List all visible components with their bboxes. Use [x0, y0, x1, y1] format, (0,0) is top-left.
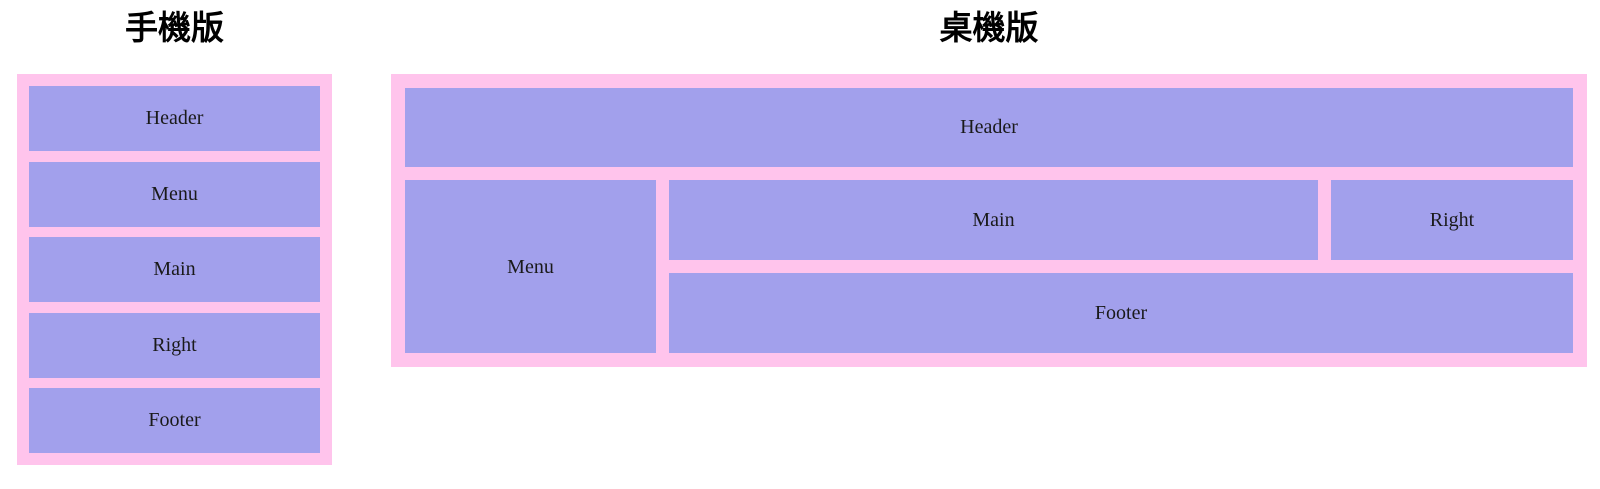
mobile-right-block: Right — [29, 312, 320, 378]
desktop-header-label: Header — [960, 116, 1018, 138]
mobile-main-block: Main — [29, 237, 320, 302]
desktop-layout-title: 桌機版 — [939, 9, 1039, 46]
mobile-footer-label: Footer — [148, 409, 201, 431]
desktop-footer-label: Footer — [1094, 301, 1148, 324]
desktop-main-block: Main — [669, 180, 1318, 260]
mobile-menu-label: Menu — [151, 182, 198, 205]
desktop-header-block: Header — [405, 88, 1573, 167]
mobile-right-label: Right — [152, 333, 197, 356]
mobile-header-label: Header — [145, 107, 204, 129]
mobile-footer-block: Footer — [29, 388, 320, 453]
mobile-layout-title: 手機版 — [125, 9, 224, 46]
desktop-layout-panel: Header Menu Main Right Footer — [391, 74, 1587, 367]
mobile-main-label: Main — [153, 258, 196, 280]
mobile-layout-panel: Header Menu Main Right Footer — [17, 74, 332, 465]
desktop-menu-label: Menu — [507, 255, 554, 278]
desktop-right-label: Right — [1429, 208, 1475, 231]
desktop-right-block: Right — [1331, 180, 1573, 260]
desktop-menu-block: Menu — [405, 180, 656, 353]
mobile-menu-block: Menu — [29, 161, 320, 227]
desktop-footer-block: Footer — [669, 273, 1573, 353]
desktop-main-label: Main — [972, 208, 1015, 231]
mobile-header-block: Header — [29, 86, 320, 151]
